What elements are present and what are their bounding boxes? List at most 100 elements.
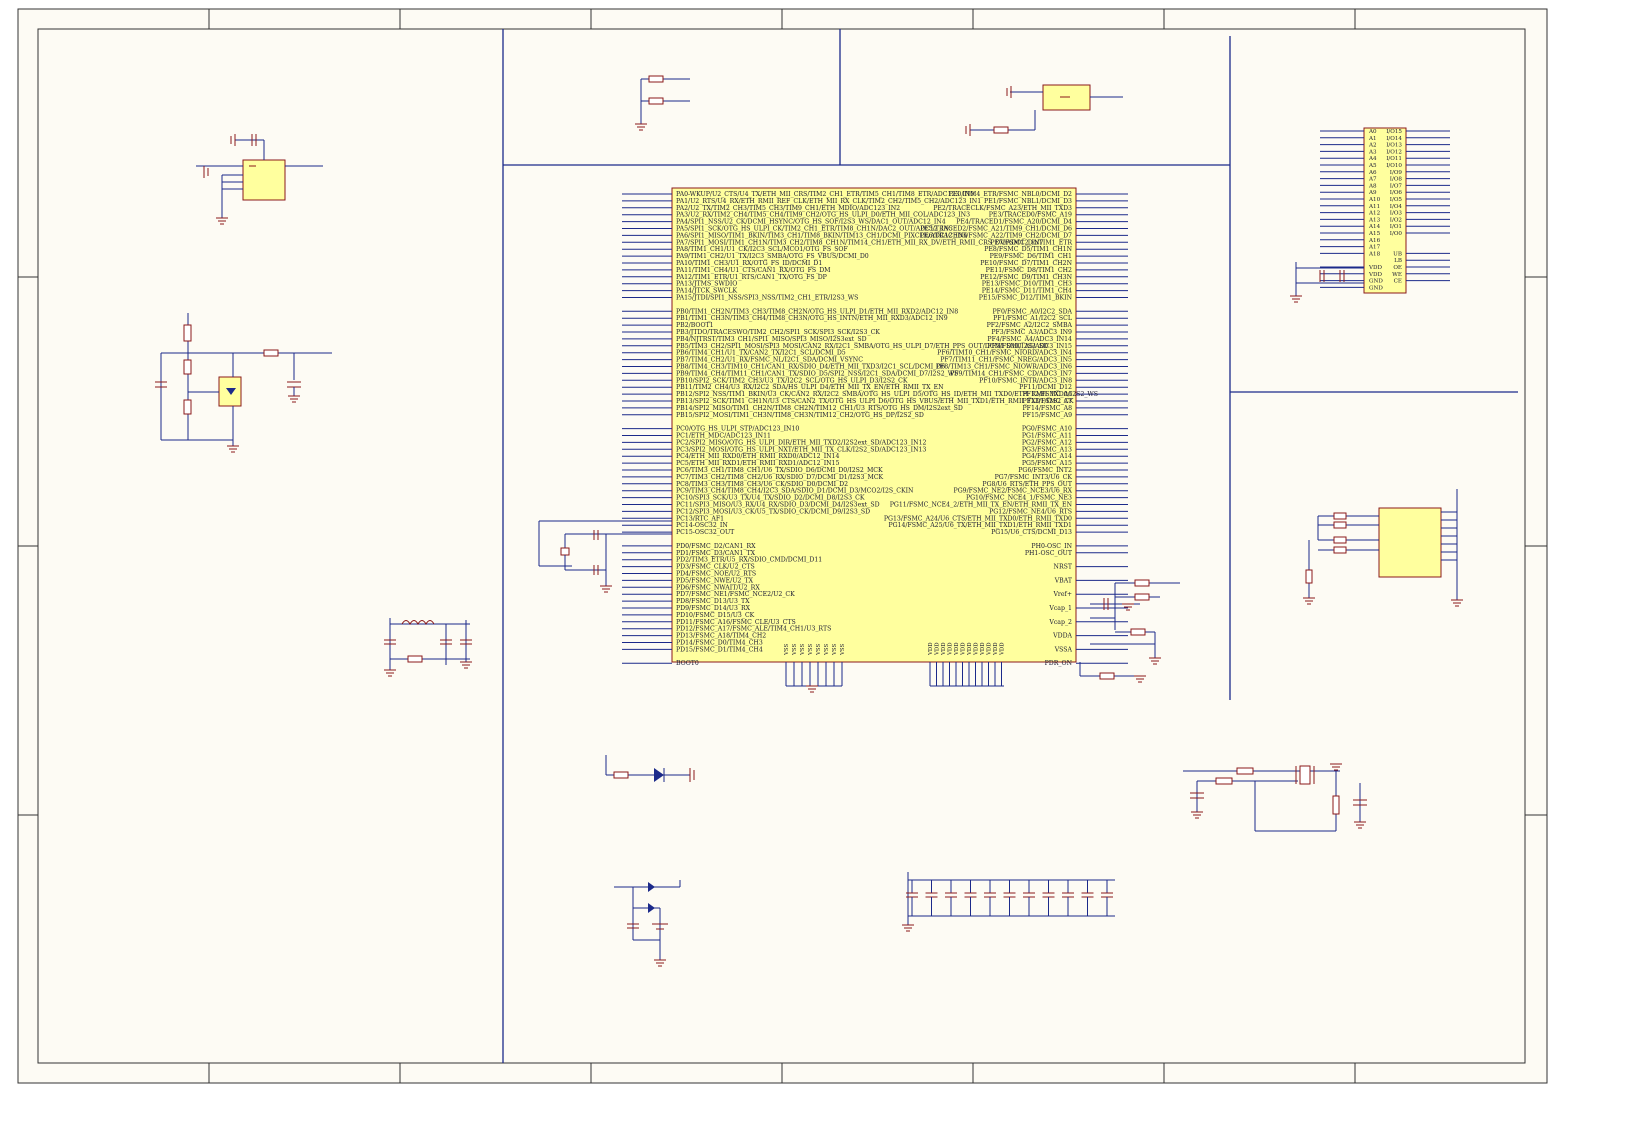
- mcu-pin-label: PA0-WKUP/U2_CTS/U4_TX/ETH_MII_CRS/TIM2_C…: [676, 191, 974, 198]
- mcu-pin-label: PF14/FSMC_A8: [1022, 405, 1072, 412]
- vss-pin-label: VSS: [824, 644, 830, 656]
- mcu-pin-label: PA14/JTCK_SWCLK: [676, 288, 738, 295]
- sram-pin-label: I/O15: [1386, 129, 1402, 135]
- mcu-pin-label: PG2/FSMC_A12: [1022, 439, 1072, 446]
- mcu-pin-label: PA9/TIM1_CH2/U1_TX/I2C3_SMBA/OTG_FS_VBUS…: [676, 253, 869, 260]
- sram-pin-label: CE: [1394, 279, 1402, 285]
- mcu-pin-label: PD15/FSMC_D1/TIM4_CH4: [676, 646, 763, 653]
- mcu-pin-label: PF4/FSMC_A4/ADC3_IN14: [987, 336, 1072, 343]
- mcu-pin-label: PE7/FSMC_D4/TIM1_ETR: [990, 239, 1072, 246]
- mcu-pin-label: PE3/TRACED0/FSMC_A19: [989, 212, 1072, 219]
- sram-pin-label: I/O13: [1386, 143, 1402, 149]
- sram-pin-label: I/O9: [1390, 170, 1403, 176]
- sram-pin-label: I/O5: [1390, 197, 1403, 203]
- sram-pin-label: A13: [1368, 217, 1381, 223]
- mcu-pin-label: PE11/FSMC_D8/TIM1_CH2: [986, 267, 1072, 274]
- vdd-pin-label: VDD: [928, 642, 934, 656]
- mcu-pin-label: PF3/FSMC_A3/ADC3_IN9: [991, 329, 1072, 336]
- vdd-pin-label: VDD: [974, 642, 980, 656]
- mcu-pin-label: PD11/FSMC_A16/FSMC_CLE/U3_CTS: [676, 619, 796, 626]
- mcu-pin-label: PE8/FSMC_D5/TIM1_CH1N: [984, 246, 1072, 253]
- mcu-pin-label: PB11/TIM2_CH4/U3_RX/I2C2_SDA/HS_ULPI_D4/…: [676, 384, 944, 391]
- mcu-pin-label: Vref+: [1052, 591, 1072, 598]
- sram-pin-label: A5: [1368, 163, 1377, 169]
- mcu-pin-label: PE9/FSMC_D6/TIM1_CH1: [990, 253, 1072, 260]
- sram-pin-label: I/O1: [1390, 224, 1402, 230]
- mcu-pin-label: VDDA: [1052, 633, 1072, 640]
- mcu-pin-label: PB14/SPI2_MISO/TIM1_CH2N/TIM8_CH2N/TIM12…: [676, 405, 963, 412]
- mcu-pin-label: VSSA: [1054, 646, 1073, 653]
- mcu-pin-label: PC9/TIM3_CH4/TIM8_CH4/I2C3_SDA/SDIO_D1/D…: [676, 488, 914, 495]
- mcu-pin-label: PB1/TIM1_CH3N/TIM3_CH4/TIM8_CH3N/OTG_HS_…: [676, 315, 948, 322]
- mcu-pin-label: Vcap_2: [1048, 619, 1072, 626]
- sram-pin-label: A4: [1368, 156, 1377, 162]
- vss-pin-label: VSS: [784, 644, 790, 656]
- mcu-pin-label: PF10/FSMC_INTR/ADC3_IN8: [979, 377, 1072, 384]
- mcu-pin-label: PB9/TIM4_CH4/TIM11_CH1/CAN1_TX/SDIO_D5/S…: [676, 370, 958, 377]
- sram-pin-label: I/O7: [1390, 183, 1403, 189]
- mcu-pin-label: PC0/OTG_HS_ULPI_STP/ADC123_IN10: [676, 426, 799, 433]
- mcu-pin-label: PG8/U6_RTS/ETH_PPS_OUT: [982, 481, 1072, 488]
- sram-pin-label: I/O6: [1390, 190, 1403, 196]
- mcu-pin-label: PC3/SPI2_MOSI/OTG_HS_ULPI_NXT/ETH_MII_TX…: [676, 446, 926, 453]
- mcu-pin-label: PC2/SPI2_MISO/OTG_HS_ULPI_DIR/ETH_MII_TX…: [676, 439, 927, 446]
- mcu-pin-label: PB4/NJTRST/TIM3_CH1/SPI1_MISO/SPI3_MISO/…: [676, 336, 867, 343]
- mcu-pin-label: PD1/FSMC_D3/CAN1_TX: [676, 550, 756, 557]
- sram-pin-label: A16: [1368, 238, 1381, 244]
- mcu-pin-label: PC5/ETH_MII_RXD1/ETH_RMII_RXD1/ADC12_IN1…: [676, 460, 839, 467]
- mcu-pin-label: PG5/FSMC_A15: [1022, 460, 1072, 467]
- sram-pin-label: A14: [1368, 224, 1381, 230]
- mcu-pin-label: PF8/TIM13_CH1/FSMC_NIOWR/ADC3_IN6: [936, 364, 1072, 371]
- mcu-pin-label: PE12/FSMC_D9/TIM1_CH3N: [980, 274, 1072, 281]
- mcu-pin-label: PB5/TIM3_CH2/SPI1_MOSI/SPI3_MOSI/CAN2_RX…: [676, 343, 1048, 350]
- sram-pin-label: UB: [1393, 251, 1402, 257]
- mcu-pin-label: PF15/FSMC_A9: [1022, 412, 1072, 419]
- mcu-pin-label: PG11/FSMC_NCE4_2/ETH_MII_TX_EN/ETH_RMII_…: [890, 502, 1073, 509]
- sram-pin-label: I/O3: [1390, 211, 1403, 217]
- mcu-pin-label: PG7/FSMC_INT3/U6_CK: [995, 474, 1073, 481]
- sram-pin-label: OE: [1393, 265, 1402, 271]
- section-dividers: [502, 29, 1518, 1063]
- sram-pin-label: I/O2: [1390, 217, 1403, 223]
- sram-symbol: A0A1A2A3A4A5A6A7A8A9A10A11A12A13A14A15A1…: [1320, 127, 1450, 294]
- mcu-pin-label: PD12/FSMC_A17/FSMC_ALE/TIM4_CH1/U3_RTS: [676, 626, 831, 633]
- mcu-pin-label: PA1/U2_RTS/U4_RX/ETH_RMII_REF_CLK/ETH_MI…: [676, 198, 981, 205]
- mcu-pin-label: PA5/SPI1_SCK/OTG_HS_ULPI_CK/TIM2_CH1_ETR…: [676, 226, 953, 233]
- mcu-pin-label: PD9/FSMC_D14/U3_RX: [676, 605, 751, 612]
- sheet-frame: [18, 9, 1547, 1083]
- mcu-pin-label: PF9/TIM14_CH1/FSMC_CD/ADC3_IN7: [950, 370, 1072, 377]
- mcu-pin-label: PD2/TIM3_ETR/U5_RX/SDIO_CMD/DCMI_D11: [676, 557, 822, 564]
- mcu-pin-label: PB3/JTDO/TRACESWO/TIM2_CH2/SPI1_SCK/SPI3…: [676, 329, 880, 336]
- mcu-pin-label: PC10/SPI3_SCK/U3_TX/U4_TX/SDIO_D2/DCMI_D…: [676, 495, 865, 502]
- mcu-pin-label: PE6/TRACED3/FSMC_A22/TIM9_CH2/DCMI_D7: [920, 232, 1072, 239]
- vdd-pin-label: VDD: [987, 642, 993, 656]
- mcu-pin-label: PG13/FSMC_A24/U6_CTS/ETH_MII_TXD0/ETH_RM…: [884, 515, 1072, 522]
- mcu-pin-label: PH1-OSC_OUT: [1025, 550, 1073, 557]
- mcu-pin-label: PB7/TIM4_CH2/U1_RX/FSMC_NL/I2C1_SDA/DCMI…: [676, 357, 863, 364]
- mcu-pin-label: PD4/FSMC_NOE/U2_RTS: [676, 571, 756, 578]
- reference-circuit: [155, 313, 332, 446]
- mcu-pin-label: PE15/FSMC_D12/TIM1_BKIN: [979, 295, 1073, 302]
- sram-pin-label: A10: [1368, 197, 1381, 203]
- hse-crystal-circuit: [1183, 765, 1367, 832]
- vdd-pin-label: VDD: [935, 642, 941, 656]
- sram-pin-label: GND: [1369, 285, 1383, 291]
- mcu-pin-label: PE1/FSMC_NBL1/DCMI_D3: [984, 198, 1072, 205]
- vss-pin-label: VSS: [792, 644, 798, 656]
- mcu-pin-label: PB12/SPI2_NSS/TIM1_BKIN/U3_CK/CAN2_RX/I2…: [676, 391, 1098, 398]
- mcu-pin-label: PG14/FSMC_A25/U6_TX/ETH_MII_TXD1/ETH_RMI…: [888, 522, 1072, 529]
- mcu-pin-label: PF13/FSMC_A7: [1022, 398, 1072, 405]
- vdd-pin-label: VDD: [993, 642, 999, 656]
- mcu-pin-label: PD5/FSMC_NWE/U2_TX: [676, 577, 754, 584]
- vdd-pin-label: VDD: [980, 642, 986, 656]
- mcu-pin-label: PA15/JTDI/SPI1_NSS/SPI3_NSS/TIM2_CH1_ETR…: [676, 295, 858, 302]
- vdd-pin-label: VDD: [961, 642, 967, 656]
- mcu-pin-label: PB15/SPI2_MOSI/TIM1_CH3N/TIM8_CH3N/TIM12…: [676, 412, 924, 419]
- mcu-pin-label: PDR_ON: [1045, 660, 1073, 667]
- sram-pin-label: I/O10: [1386, 163, 1402, 169]
- mcu-pin-label: PF12/FSMC_A6: [1022, 391, 1072, 398]
- mcu-pin-label: PE14/FSMC_D11/TIM1_CH4: [982, 288, 1072, 295]
- vdd-pin-label: VDD: [1000, 642, 1006, 656]
- sram-pin-label: I/O8: [1390, 177, 1403, 183]
